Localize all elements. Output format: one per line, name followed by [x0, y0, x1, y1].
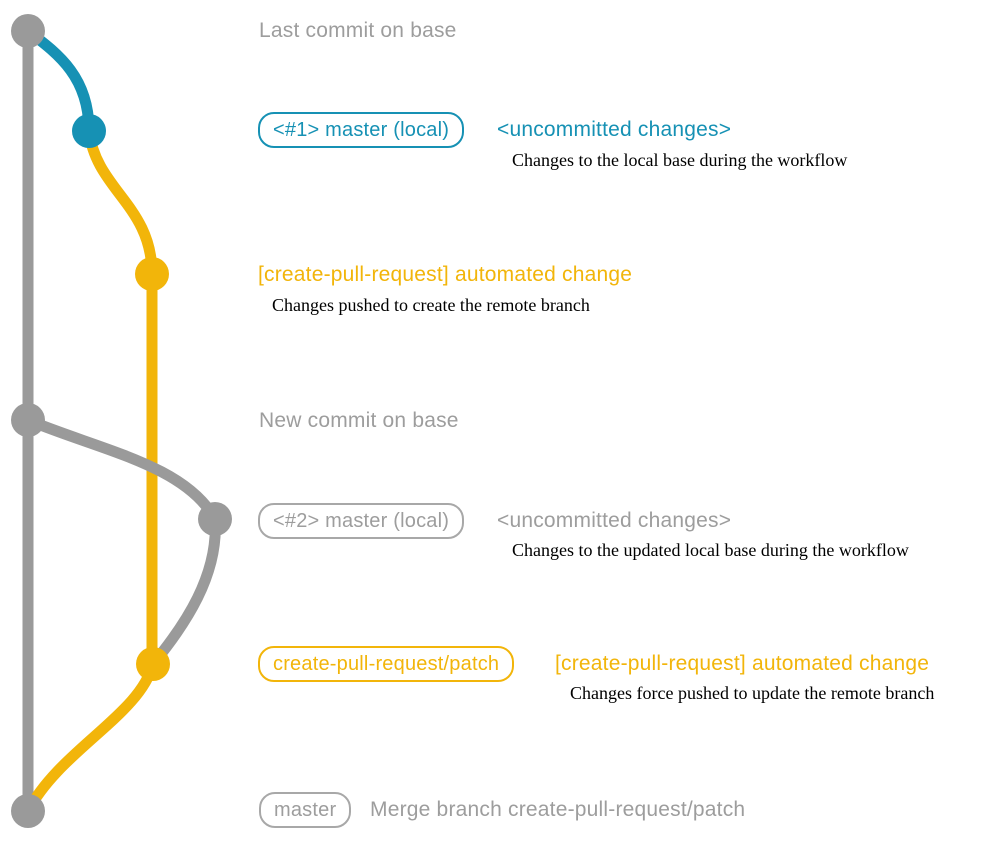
commit-dot-automated-1: [135, 257, 169, 291]
commit-dot-merge: [11, 794, 45, 828]
commit-dot-uncommitted-1: [72, 114, 106, 148]
commit-title-automated-2: [create-pull-request] automated change: [555, 652, 930, 675]
branch-badge-master-local-1: <#1> master (local): [258, 112, 465, 148]
new-commit-label: New commit on base: [259, 409, 459, 432]
branch-badge-patch: create-pull-request/patch: [258, 646, 515, 682]
merge-commit-label: Merge branch create-pull-request/patch: [370, 798, 746, 821]
branch-line-patch: [83, 125, 158, 670]
commit-title-uncommitted-1: <uncommitted changes>: [497, 118, 732, 141]
branch-line-local-2-to-patch: [147, 513, 221, 670]
commit-title-uncommitted-2: <uncommitted changes>: [497, 509, 732, 532]
commit-dot-automated-2: [136, 647, 170, 681]
branch-badge-master-local-2: <#2> master (local): [258, 503, 465, 539]
branch-line-master-local-1: [22, 25, 95, 137]
commit-dot-last-base: [11, 14, 45, 48]
commit-desc-automated-2: Changes force pushed to update the remot…: [570, 683, 935, 703]
commit-desc-uncommitted-1: Changes to the local base during the wor…: [512, 150, 848, 170]
branch-line-master-local-2: [22, 414, 221, 525]
last-commit-label: Last commit on base: [259, 19, 457, 42]
commit-dot-new-base: [11, 403, 45, 437]
commit-desc-automated-1: Changes pushed to create the remote bran…: [272, 295, 590, 315]
commit-title-automated-1: [create-pull-request] automated change: [258, 263, 633, 286]
branch-badge-master: master: [259, 792, 352, 828]
commit-desc-uncommitted-2: Changes to the updated local base during…: [512, 540, 909, 560]
commit-dot-uncommitted-2: [198, 502, 232, 536]
branch-line-patch-merge: [22, 658, 159, 817]
